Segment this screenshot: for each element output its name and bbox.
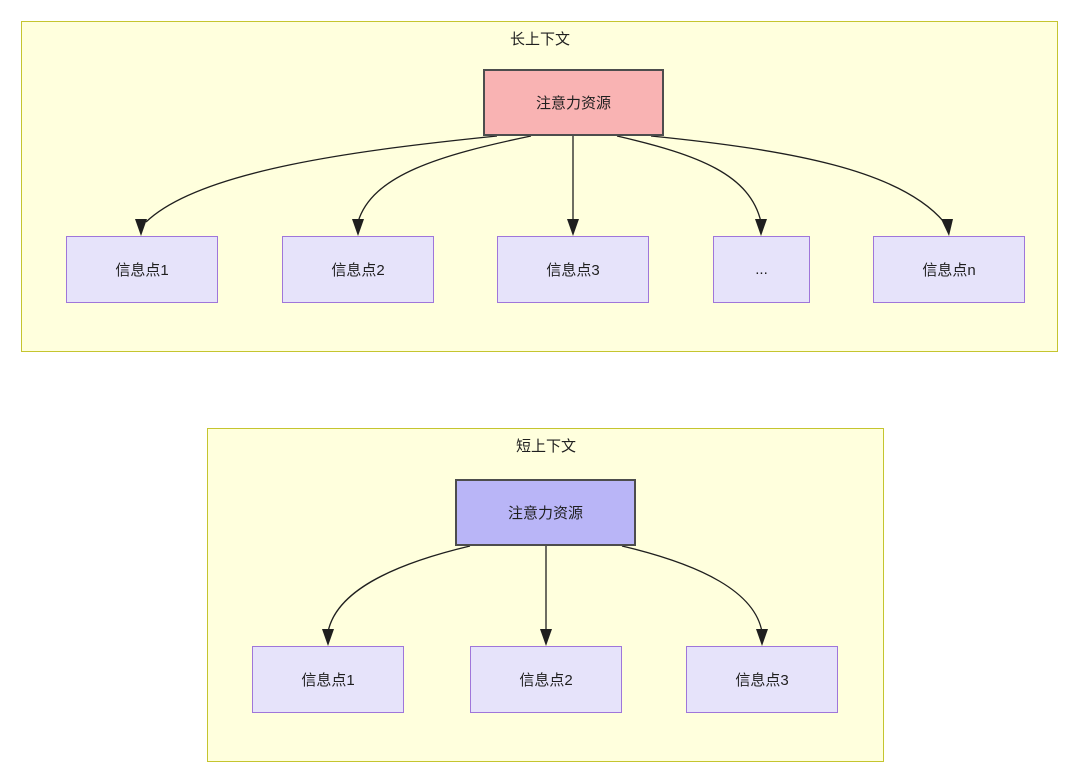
node-long-leaf-ellipsis[interactable]: ... bbox=[713, 236, 810, 303]
node-long-root[interactable]: 注意力资源 bbox=[483, 69, 664, 136]
node-long-leaf-n-label: 信息点n bbox=[922, 262, 976, 279]
node-short-leaf-1-label: 信息点1 bbox=[301, 672, 355, 689]
node-long-leaf-1[interactable]: 信息点1 bbox=[66, 236, 218, 303]
node-short-leaf-2-label: 信息点2 bbox=[519, 672, 573, 689]
node-long-leaf-2[interactable]: 信息点2 bbox=[282, 236, 434, 303]
group-long-context-title: 长上下文 bbox=[509, 31, 570, 48]
group-short-context-title: 短上下文 bbox=[515, 438, 576, 455]
node-short-leaf-2[interactable]: 信息点2 bbox=[470, 646, 622, 713]
node-short-leaf-1[interactable]: 信息点1 bbox=[252, 646, 404, 713]
node-short-leaf-3-label: 信息点3 bbox=[735, 672, 789, 689]
node-short-root-label: 注意力资源 bbox=[507, 505, 583, 522]
node-long-leaf-n[interactable]: 信息点n bbox=[873, 236, 1025, 303]
node-long-leaf-1-label: 信息点1 bbox=[115, 262, 169, 279]
node-short-root[interactable]: 注意力资源 bbox=[455, 479, 636, 546]
node-long-root-label: 注意力资源 bbox=[535, 95, 611, 112]
node-long-leaf-3[interactable]: 信息点3 bbox=[497, 236, 649, 303]
node-short-leaf-3[interactable]: 信息点3 bbox=[686, 646, 838, 713]
node-long-leaf-3-label: 信息点3 bbox=[546, 262, 600, 279]
node-long-leaf-2-label: 信息点2 bbox=[331, 262, 385, 279]
node-long-leaf-ellipsis-label: ... bbox=[755, 261, 768, 278]
